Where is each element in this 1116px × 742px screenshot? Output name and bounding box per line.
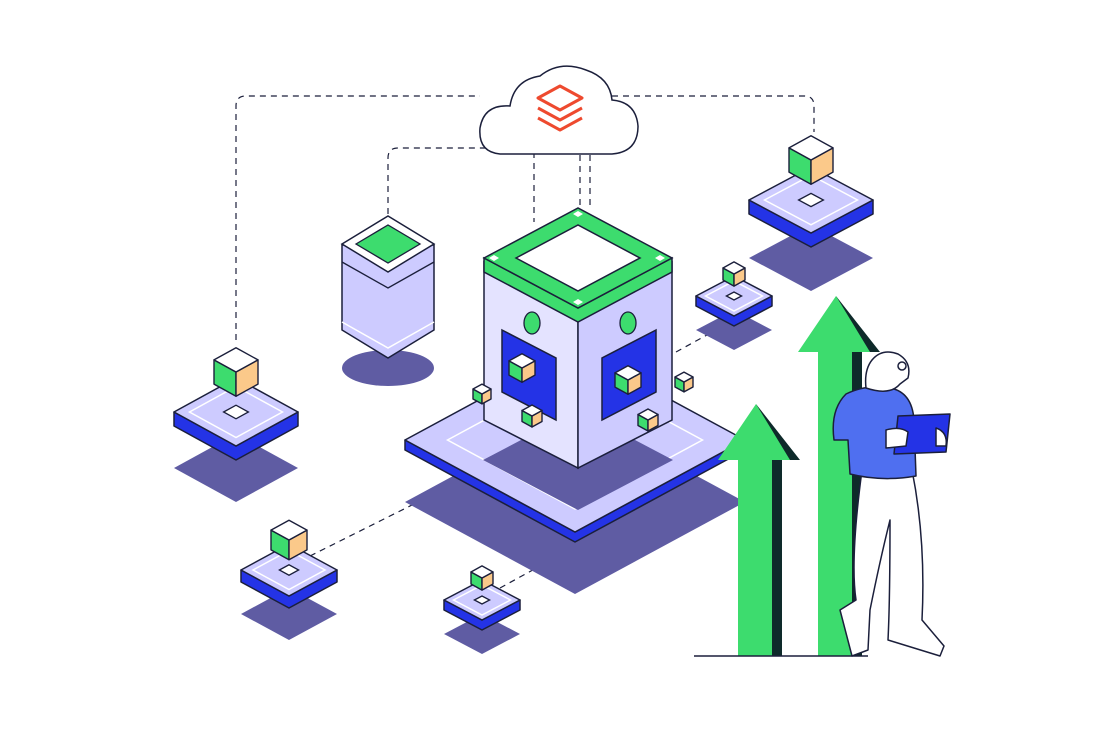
person-head	[864, 351, 910, 392]
cube-top-face	[470, 565, 494, 579]
person-legs	[839, 469, 945, 657]
data-cube	[614, 365, 642, 395]
data-cube	[470, 565, 494, 591]
platform-inner-outline	[187, 385, 285, 439]
cube-top-face	[788, 135, 834, 161]
cube-top-face	[614, 365, 642, 381]
data-cube	[213, 347, 259, 397]
platform-shadow	[749, 225, 873, 291]
platform	[443, 579, 521, 631]
data-cube	[472, 383, 492, 405]
platform-center-tile	[278, 564, 300, 576]
tower-top-opening	[514, 224, 642, 292]
data-cube	[508, 353, 536, 383]
platform-inner-outline	[251, 549, 327, 591]
connector-line	[612, 95, 815, 132]
person-hand	[885, 427, 909, 449]
data-cube	[722, 261, 746, 287]
data-cube	[788, 135, 834, 185]
platform-shadow	[241, 588, 337, 640]
tower-rim-dot	[573, 299, 583, 305]
cube-top-face	[637, 408, 659, 421]
platform-shadow	[444, 614, 520, 654]
data-cube	[521, 404, 543, 428]
tower-rim-dot	[573, 211, 583, 217]
platform-shadow	[174, 434, 298, 502]
platform	[240, 543, 338, 609]
platform-center-tile	[473, 595, 491, 605]
platform-inner-outline	[703, 280, 765, 312]
cube-top-face	[722, 261, 746, 275]
cube-top-face	[674, 371, 694, 383]
data-cube	[270, 519, 308, 561]
platform-inner-outline	[762, 174, 860, 226]
tower-rim-dot	[489, 255, 499, 261]
tower-indicator-light	[523, 311, 541, 335]
cube-top-face	[213, 347, 259, 373]
platform	[748, 166, 874, 248]
logo-layer	[537, 116, 583, 132]
storage-server	[340, 215, 436, 386]
platform-inner-outline	[451, 584, 513, 616]
platform-center-tile	[797, 192, 825, 208]
server-top-panel	[354, 224, 422, 264]
cube-top-face	[472, 383, 492, 395]
platform	[173, 377, 299, 461]
glasses-icon	[897, 361, 907, 371]
arrow-small	[718, 404, 790, 656]
connector-line	[387, 147, 488, 214]
logo-layer	[537, 106, 583, 122]
logo-layer	[536, 84, 584, 112]
data-cube	[637, 408, 659, 432]
server-band	[341, 261, 435, 289]
connector-line	[235, 95, 480, 340]
cloud	[479, 65, 639, 155]
cube-top-face	[521, 404, 543, 417]
tower-indicator-light	[619, 311, 637, 335]
layered-stack-logo	[536, 84, 584, 132]
platform-shadow	[696, 310, 772, 350]
platform-center-tile	[222, 404, 250, 420]
arrow-large	[798, 296, 870, 656]
tower-rim-dot	[655, 255, 665, 261]
server-band	[341, 321, 435, 349]
platform-center-tile	[725, 291, 743, 301]
connector-line	[579, 155, 591, 205]
person-hand	[935, 427, 948, 447]
data-cube	[674, 371, 694, 393]
server-shadow	[342, 350, 434, 386]
cube-top-face	[508, 353, 536, 369]
connector-line	[309, 495, 431, 557]
cube-top-face	[270, 519, 308, 541]
person-with-tablet	[832, 351, 951, 657]
arrow-shadow	[756, 404, 800, 656]
platform	[695, 275, 773, 327]
